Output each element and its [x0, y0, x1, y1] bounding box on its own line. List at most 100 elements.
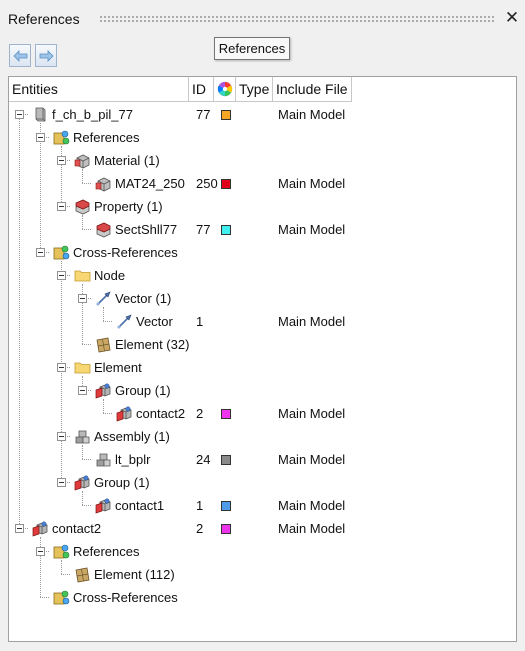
tree-row[interactable]: Element (112)	[9, 563, 509, 586]
collapse-toggle[interactable]	[15, 110, 24, 119]
entity-id: 1	[196, 314, 204, 329]
group-icon	[95, 382, 112, 399]
color-swatch	[221, 225, 231, 235]
material-icon	[74, 152, 91, 169]
tree-row[interactable]: References	[9, 126, 509, 149]
tree-row-label: lt_bplr	[115, 452, 151, 467]
tree-row-label: contact2	[52, 521, 102, 536]
include-file: Main Model	[278, 176, 346, 191]
cross-references-icon	[53, 589, 70, 606]
tree-row[interactable]: Material (1)	[9, 149, 509, 172]
entity-id: 77	[196, 222, 211, 237]
tree-row-label: SectShll77	[115, 222, 178, 237]
forward-button[interactable]	[35, 44, 57, 67]
tree-row[interactable]: SectShll77 77 Main Model	[9, 218, 509, 241]
column-header-color[interactable]	[214, 77, 236, 101]
tree-row[interactable]: lt_bplr 24 Main Model	[9, 448, 509, 471]
references-icon	[53, 129, 70, 146]
entity-id: 24	[196, 452, 211, 467]
tree-row[interactable]: Property (1)	[9, 195, 509, 218]
collapse-toggle[interactable]	[57, 156, 66, 165]
collapse-toggle[interactable]	[15, 524, 24, 533]
include-file: Main Model	[278, 222, 346, 237]
include-file: Main Model	[278, 452, 346, 467]
include-file: Main Model	[278, 521, 346, 536]
tree-row[interactable]: Element	[9, 356, 509, 379]
assembly-icon	[74, 428, 91, 445]
tree-row-label: Node	[94, 268, 126, 283]
entity-id: 250	[196, 176, 218, 191]
tree-row-label: Vector (1)	[115, 291, 172, 306]
collapse-toggle[interactable]	[57, 363, 66, 372]
entity-id: 2	[196, 406, 204, 421]
tree-row[interactable]: References	[9, 540, 509, 563]
assembly-icon	[95, 451, 112, 468]
tree-row[interactable]: Cross-References	[9, 586, 509, 609]
tree-row[interactable]: contact2 2 Main Model	[9, 517, 509, 540]
tree-row-label: contact1	[115, 498, 165, 513]
tree-row-label: Element (32)	[115, 337, 190, 352]
tree-row[interactable]: Node	[9, 264, 509, 287]
collapse-toggle[interactable]	[78, 294, 87, 303]
window-title: References	[8, 11, 80, 27]
element-icon	[74, 566, 91, 583]
color-swatch	[221, 501, 231, 511]
references-tree-panel: Entities ID Type Include File f_ch_b_pil…	[8, 76, 517, 642]
collapse-toggle[interactable]	[57, 202, 66, 211]
tree-row-label: Group (1)	[94, 475, 150, 490]
tree-row[interactable]: MAT24_250 250 Main Model	[9, 172, 509, 195]
column-header-include-file[interactable]: Include File	[273, 77, 352, 101]
tree-row-label: References	[73, 130, 140, 145]
column-header-type[interactable]: Type	[236, 77, 273, 101]
entity-id: 77	[196, 107, 211, 122]
collapse-toggle[interactable]	[36, 547, 45, 556]
cross-references-icon	[53, 244, 70, 261]
collapse-toggle[interactable]	[78, 386, 87, 395]
title-bar: References ✕	[0, 0, 525, 36]
tree-row-label: MAT24_250	[115, 176, 185, 191]
close-button[interactable]: ✕	[504, 8, 520, 27]
tree-row[interactable]: Element (32)	[9, 333, 509, 356]
column-header-id[interactable]: ID	[189, 77, 214, 101]
column-header-entities[interactable]: Entities	[9, 77, 189, 101]
tree-row[interactable]: Assembly (1)	[9, 425, 509, 448]
tree-row[interactable]: Vector (1)	[9, 287, 509, 310]
group-icon	[74, 474, 91, 491]
tree-row-label: Group (1)	[115, 383, 171, 398]
folder-icon	[74, 359, 91, 376]
include-file: Main Model	[278, 498, 346, 513]
tree-row-label: contact2	[136, 406, 186, 421]
tree-row-label: Element	[94, 360, 142, 375]
folder-icon	[74, 267, 91, 284]
collapse-toggle[interactable]	[57, 478, 66, 487]
collapse-toggle[interactable]	[57, 271, 66, 280]
tree-row-label: References	[73, 544, 140, 559]
material-icon	[95, 175, 112, 192]
tree-row[interactable]: Cross-References	[9, 241, 509, 264]
color-swatch	[221, 524, 231, 534]
entity-id: 2	[196, 521, 204, 536]
collapse-toggle[interactable]	[36, 248, 45, 257]
tree-row[interactable]: Group (1)	[9, 471, 509, 494]
tree-row-label: Cross-References	[73, 590, 178, 605]
component-icon	[32, 106, 49, 123]
collapse-toggle[interactable]	[57, 432, 66, 441]
tree-row[interactable]: Group (1)	[9, 379, 509, 402]
vector-icon	[116, 313, 133, 330]
tree-row-label: Cross-References	[73, 245, 178, 260]
color-swatch	[221, 409, 231, 419]
include-file: Main Model	[278, 107, 346, 122]
arrow-left-icon	[13, 50, 28, 62]
back-button[interactable]	[9, 44, 31, 67]
include-file: Main Model	[278, 314, 346, 329]
drag-handle[interactable]	[99, 15, 495, 22]
color-swatch	[221, 179, 231, 189]
collapse-toggle[interactable]	[36, 133, 45, 142]
group-icon	[116, 405, 133, 422]
tree-row-label: Material (1)	[94, 153, 160, 168]
